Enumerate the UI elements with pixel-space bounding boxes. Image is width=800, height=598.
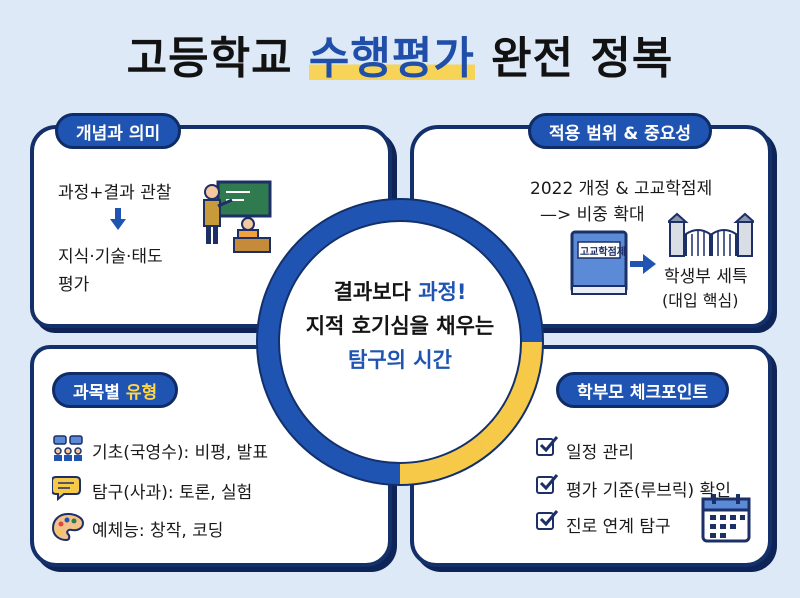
parents-header: 학부모 체크포인트 — [556, 372, 730, 408]
calendar-icon — [701, 494, 751, 543]
concept-line-3: 평가 — [58, 275, 90, 295]
center-line-3: 탐구의 시간 — [348, 348, 452, 372]
types-header-b: 유형 — [125, 383, 158, 403]
teacher-classroom-icon — [203, 180, 272, 253]
concept-line-2: 지식·기술·태도 — [58, 247, 163, 267]
types-header-a: 과목별 — [73, 383, 126, 403]
parents-item-1: 일정 관리 — [566, 443, 634, 463]
center-ring — [256, 198, 544, 486]
concept-line-1: 과정+결과 관찰 — [58, 183, 172, 203]
types-header: 과목별 유형 — [52, 372, 179, 408]
checkbox-icon — [536, 510, 559, 530]
page-title: 고등학교 수행평가 완전 정복 — [0, 22, 800, 86]
center-line-2: 지적 호기심을 채우는 — [305, 314, 495, 338]
center-line-1a: 결과보다 — [333, 280, 419, 304]
university-gate-icon — [668, 212, 754, 257]
scope-result-2: (대입 핵심) — [662, 291, 739, 310]
scope-line-2: —> 비중 확대 — [540, 205, 645, 225]
type-item-2: 탐구(사과): 토론, 실험 — [92, 483, 253, 503]
parents-item-2: 평가 기준(루브릭) 확인 — [566, 481, 731, 501]
title-highlight: 수행평가 — [308, 33, 475, 84]
arrow-right-icon — [630, 254, 656, 274]
group-discussion-icon — [53, 435, 83, 461]
title-part-1: 고등학교 — [126, 33, 309, 84]
parents-item-3: 진로 연계 탐구 — [566, 517, 671, 537]
type-item-3: 예체능: 창작, 코딩 — [92, 521, 224, 541]
speech-bubble-icon — [52, 476, 81, 502]
center-message: 결과보다 과정! 지적 호기심을 채우는 탐구의 시간 — [260, 275, 540, 377]
book-icon — [570, 230, 628, 295]
scope-result-1: 학생부 세특 — [664, 267, 748, 287]
checkbox-icon — [536, 436, 559, 456]
palette-icon — [52, 512, 84, 542]
concept-header: 개념과 의미 — [55, 113, 182, 149]
scope-line-1: 2022 개정 & 고교학점제 — [530, 179, 713, 199]
center-line-1b: 과정! — [418, 280, 467, 304]
scope-header: 적용 범위 & 중요성 — [528, 113, 713, 149]
type-item-1: 기초(국영수): 비평, 발표 — [92, 443, 268, 463]
title-part-2: 완전 정복 — [474, 33, 674, 84]
arrow-down-icon — [110, 208, 126, 230]
checkbox-icon — [536, 474, 559, 494]
book-label: 고교학점제 — [580, 247, 626, 258]
